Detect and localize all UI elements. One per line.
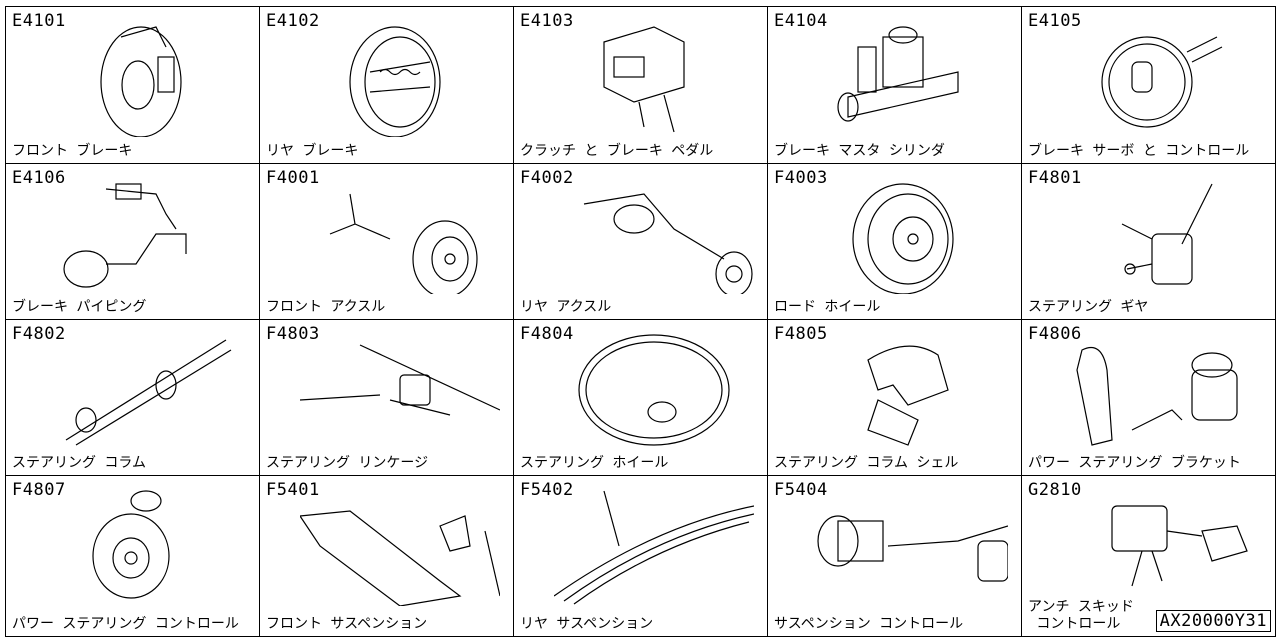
- master-cylinder-icon: [837, 26, 959, 122]
- part-label: ロード ホイール: [774, 299, 881, 315]
- catalog-cell-e4104[interactable]: E4104 ブレーキ マスタ シリンダ: [767, 6, 1022, 164]
- catalog-cell-f4805[interactable]: F4805 ステアリング コラム シェル: [767, 319, 1022, 476]
- part-label: サスペンション コントロール: [774, 616, 964, 632]
- catalog-cell-f5402[interactable]: F5402 リヤ サスペンション: [513, 475, 768, 637]
- part-code: F4001: [266, 168, 320, 188]
- part-label: ステアリング ギヤ: [1028, 299, 1149, 315]
- front-axle-icon: [329, 193, 478, 294]
- part-label: ブレーキ パイピング: [12, 299, 147, 315]
- catalog-cell-e4102[interactable]: E4102 リヤ ブレーキ: [259, 6, 514, 164]
- catalog-cell-f4002[interactable]: F4002 リヤ アクスル: [513, 163, 768, 320]
- part-label: リヤ ブレーキ: [266, 143, 359, 159]
- catalog-cell-f5401[interactable]: F5401 フロント サスペンション: [259, 475, 514, 637]
- power-steering-bracket-icon: [1076, 346, 1238, 446]
- catalog-cell-f4803[interactable]: F4803 ステアリング リンケージ: [259, 319, 514, 476]
- part-code: E4106: [12, 168, 66, 188]
- catalog-cell-f4801[interactable]: F4801 ステアリング ギヤ: [1021, 163, 1276, 320]
- catalog-cell-g2810[interactable]: G2810 アンチ スキッド コントロール AX20000Y31: [1021, 475, 1276, 637]
- part-code: E4105: [1028, 11, 1082, 31]
- part-code: F4807: [12, 480, 66, 500]
- front-suspension-icon: [300, 510, 500, 606]
- catalog-cell-f4806[interactable]: F4806 パワー ステアリング ブラケット: [1021, 319, 1276, 476]
- part-label: リヤ アクスル: [520, 299, 612, 315]
- rear-brake-drum-icon: [349, 26, 441, 137]
- part-label: フロント アクスル: [266, 299, 386, 315]
- part-label: ステアリング リンケージ: [266, 455, 429, 471]
- steering-linkage-icon: [300, 344, 500, 416]
- part-label: パワー ステアリング コントロール: [12, 616, 239, 632]
- rear-axle-icon: [583, 193, 753, 294]
- catalog-cell-e4105[interactable]: E4105 ブレーキ サーボ と コントロール: [1021, 6, 1276, 164]
- part-label: フロント サスペンション: [266, 616, 428, 632]
- column-shell-icon: [867, 345, 949, 446]
- part-code: E4103: [520, 11, 574, 31]
- catalog-cell-f5404[interactable]: F5404 サスペンション コントロール: [767, 475, 1022, 637]
- catalog-cell-e4101[interactable]: E4101 フロント ブレーキ: [5, 6, 260, 164]
- catalog-cell-e4103[interactable]: E4103 クラッチ と ブレーキ ペダル: [513, 6, 768, 164]
- part-code: F4804: [520, 324, 574, 344]
- catalog-cell-f4001[interactable]: F4001 フロント アクスル: [259, 163, 514, 320]
- part-label: フロント ブレーキ: [12, 143, 133, 159]
- part-label: パワー ステアリング ブラケット: [1028, 455, 1241, 471]
- brake-piping-icon: [63, 183, 187, 288]
- part-code: F4802: [12, 324, 66, 344]
- pedal-bracket-icon: [603, 26, 685, 133]
- part-label: ブレーキ サーボ と コントロール: [1028, 143, 1250, 159]
- anti-skid-unit-icon: [1111, 505, 1248, 587]
- part-code: E4101: [12, 11, 66, 31]
- part-label: アンチ スキッド コントロール: [1028, 599, 1134, 632]
- road-wheel-icon: [852, 183, 954, 294]
- part-label: ブレーキ マスタ シリンダ: [774, 143, 945, 159]
- part-label: ステアリング コラム: [12, 455, 147, 471]
- catalog-cell-f4804[interactable]: F4804 ステアリング ホイール: [513, 319, 768, 476]
- part-label: ステアリング ホイール: [520, 455, 669, 471]
- steering-column-icon: [65, 339, 232, 446]
- part-code: E4102: [266, 11, 320, 31]
- suspension-control-icon: [817, 515, 1008, 582]
- catalog-cell-f4802[interactable]: F4802 ステアリング コラム: [5, 319, 260, 476]
- catalog-cell-f4807[interactable]: F4807 パワー ステアリング コントロール: [5, 475, 260, 637]
- part-code: F4003: [774, 168, 828, 188]
- part-code: F4002: [520, 168, 574, 188]
- part-code: E4104: [774, 11, 828, 31]
- leaf-spring-icon: [554, 490, 754, 605]
- steering-gear-icon: [1121, 183, 1213, 285]
- part-code: F4803: [266, 324, 320, 344]
- part-code: G2810: [1028, 480, 1082, 500]
- brake-servo-icon: [1101, 36, 1223, 128]
- part-label: リヤ サスペンション: [520, 616, 654, 632]
- part-label: ステアリング コラム シェル: [774, 455, 959, 471]
- catalog-cell-f4003[interactable]: F4003 ロード ホイール: [767, 163, 1022, 320]
- part-code: F5401: [266, 480, 320, 500]
- catalog-cell-e4106[interactable]: E4106 ブレーキ パイピング: [5, 163, 260, 320]
- front-brake-icon: [100, 26, 182, 137]
- part-code: F4801: [1028, 168, 1082, 188]
- part-code: F5404: [774, 480, 828, 500]
- part-code: F4806: [1028, 324, 1082, 344]
- reference-code: AX20000Y31: [1155, 610, 1271, 632]
- steering-wheel-icon: [578, 334, 730, 446]
- part-code: F5402: [520, 480, 574, 500]
- power-steering-pump-icon: [92, 490, 170, 599]
- part-label: クラッチ と ブレーキ ペダル: [520, 143, 714, 159]
- part-code: F4805: [774, 324, 828, 344]
